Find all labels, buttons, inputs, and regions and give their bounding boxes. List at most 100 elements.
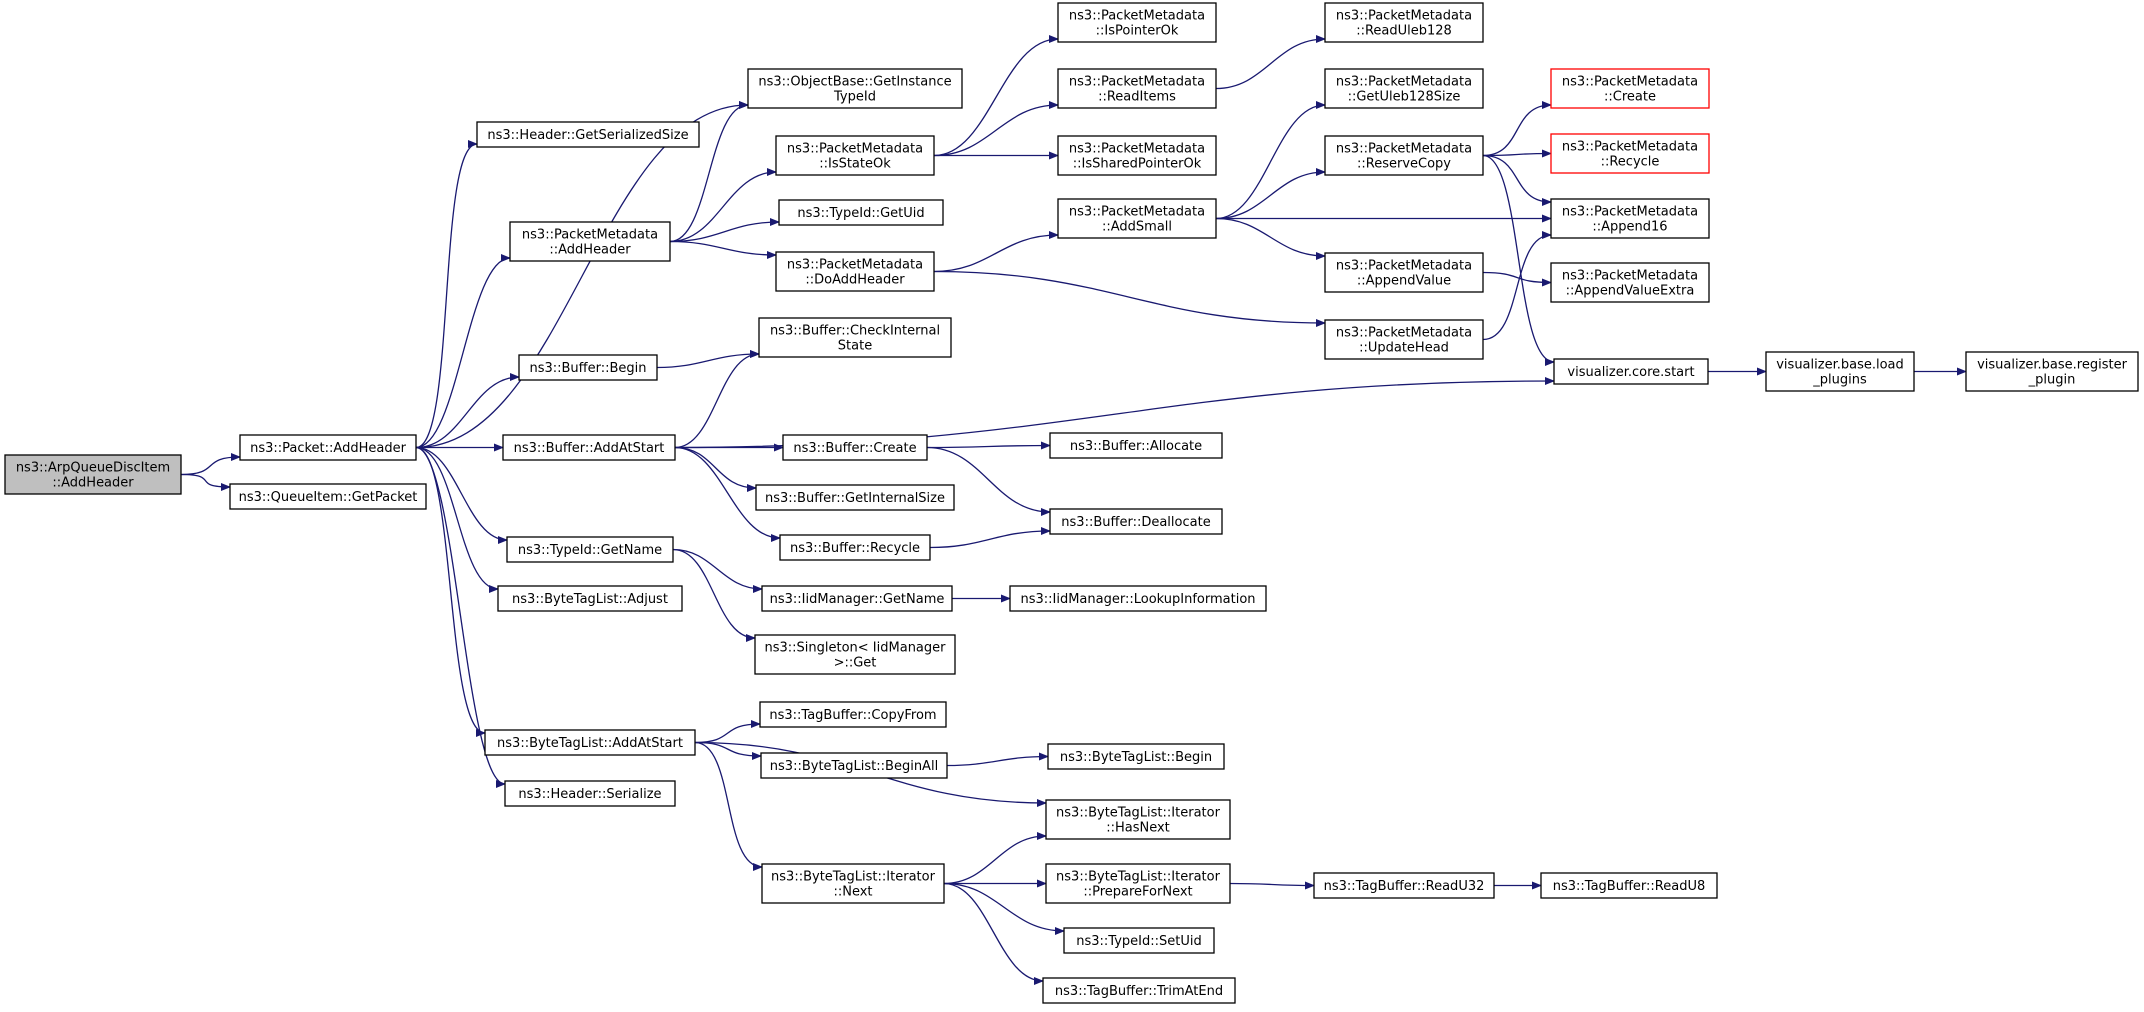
graph-node-btlba[interactable]: ns3::ByteTagList::BeginAll — [760, 752, 948, 779]
edge-btlads-to-tbcf — [694, 720, 761, 744]
graph-node-bbegin[interactable]: ns3::Buffer::Begin — [518, 354, 658, 381]
node-label-line: ns3::TagBuffer::CopyFrom — [769, 708, 936, 723]
node-box — [1553, 358, 1709, 385]
graph-node-tgn[interactable]: ns3::TypeId::GetName — [506, 536, 674, 563]
graph-node-getpkt[interactable]: ns3::QueueItem::GetPacket — [229, 483, 427, 510]
node-label-line: ns3::Buffer::AddAtStart — [514, 441, 665, 456]
graph-node-bgis[interactable]: ns3::Buffer::GetInternalSize — [755, 484, 955, 511]
graph-node-iidgn[interactable]: ns3::IidManager::GetName — [761, 585, 953, 612]
node-label-line: ::Create — [1604, 90, 1656, 105]
node-box — [1045, 799, 1231, 840]
graph-node-tbtae[interactable]: ns3::TagBuffer::TrimAtEnd — [1042, 977, 1236, 1004]
node-label-line: _plugins — [1812, 373, 1867, 388]
graph-node-tguid[interactable]: ns3::TypeId::GetUid — [778, 199, 944, 226]
edge-pktadd-to-bbegin — [415, 373, 520, 449]
node-label-line: ::ReserveCopy — [1357, 157, 1451, 172]
edge-pktadd-to-obgit — [415, 101, 749, 449]
graph-node-pmas[interactable]: ns3::PacketMetadata::AddSmall — [1057, 198, 1217, 239]
graph-node-hgss[interactable]: ns3::Header::GetSerializedSize — [476, 121, 700, 148]
graph-node-pmcreate[interactable]: ns3::PacketMetadata::Create — [1550, 68, 1710, 109]
graph-node-pma16[interactable]: ns3::PacketMetadata::Append16 — [1550, 198, 1710, 239]
graph-node-tbr32[interactable]: ns3::TagBuffer::ReadU32 — [1313, 872, 1495, 899]
graph-node-pmave[interactable]: ns3::PacketMetadata::AppendValueExtra — [1550, 262, 1710, 303]
graph-node-bdealloc[interactable]: ns3::Buffer::Deallocate — [1049, 508, 1223, 535]
graph-node-bads[interactable]: ns3::Buffer::AddAtStart — [502, 434, 676, 461]
graph-node-pmispo[interactable]: ns3::PacketMetadata::IsSharedPointerOk — [1057, 135, 1217, 176]
node-label-line: ::DoAddHeader — [805, 273, 905, 288]
node-box — [1009, 585, 1267, 612]
node-box — [497, 585, 683, 612]
edge-pktadd-to-hser — [415, 446, 506, 788]
graph-node-btladj[interactable]: ns3::ByteTagList::Adjust — [497, 585, 683, 612]
graph-node-pmrecycle[interactable]: ns3::PacketMetadata::Recycle — [1550, 133, 1710, 174]
graph-node-balloc[interactable]: ns3::Buffer::Allocate — [1049, 432, 1223, 459]
graph-node-pmdah[interactable]: ns3::PacketMetadata::DoAddHeader — [775, 251, 935, 292]
edge-pktadd-to-hgss — [415, 140, 478, 449]
graph-node-btlihn[interactable]: ns3::ByteTagList::Iterator::HasNext — [1045, 799, 1231, 840]
graph-node-singget[interactable]: ns3::Singleton< IidManager>::Get — [754, 634, 956, 675]
graph-node-vbrp[interactable]: visualizer.base.register_plugin — [1965, 351, 2139, 392]
node-label-line: ns3::PacketMetadata — [1336, 9, 1472, 24]
graph-node-btlin[interactable]: ns3::ByteTagList::Iterator::Next — [761, 863, 945, 904]
node-label-line: ns3::TagBuffer::ReadU32 — [1324, 879, 1485, 894]
node-label-line: ::ReadUleb128 — [1356, 24, 1452, 39]
graph-node-pmuh[interactable]: ns3::PacketMetadata::UpdateHead — [1324, 319, 1484, 360]
graph-node-tbr8[interactable]: ns3::TagBuffer::ReadU8 — [1540, 872, 1718, 899]
edge-arpadd-to-getpkt — [180, 473, 231, 491]
graph-node-vblp[interactable]: visualizer.base.load_plugins — [1765, 351, 1915, 392]
node-label-line: ns3::Buffer::Create — [793, 441, 916, 456]
node-label-line: ns3::PacketMetadata — [787, 142, 923, 157]
graph-node-tbcf[interactable]: ns3::TagBuffer::CopyFrom — [759, 701, 947, 728]
node-box — [1324, 68, 1484, 109]
edge-bcreate-to-bdealloc — [926, 446, 1051, 516]
graph-node-iidli[interactable]: ns3::IidManager::LookupInformation — [1009, 585, 1267, 612]
node-label-line: visualizer.base.register — [1977, 358, 2128, 373]
node-label-line: ::IsPointerOk — [1096, 24, 1179, 39]
edge-btlin-to-tbtae — [943, 882, 1044, 985]
node-box — [1324, 319, 1484, 360]
graph-node-pmrul[interactable]: ns3::PacketMetadata::ReadUleb128 — [1324, 2, 1484, 43]
graph-node-pmiso[interactable]: ns3::PacketMetadata::IsStateOk — [775, 135, 935, 176]
node-box — [1063, 927, 1215, 954]
graph-node-pmipo[interactable]: ns3::PacketMetadata::IsPointerOk — [1057, 2, 1217, 43]
edge-pmrc-to-pma16 — [1482, 154, 1552, 206]
node-label-line: ns3::PacketMetadata — [522, 228, 658, 243]
edge-pmrc-to-pmrecycle — [1482, 149, 1552, 158]
node-label-line: ::AppendValueExtra — [1566, 284, 1695, 299]
node-label-line: ns3::TagBuffer::TrimAtEnd — [1055, 984, 1223, 999]
edge-btlads-to-btlin — [694, 741, 763, 871]
graph-node-pmadd[interactable]: ns3::PacketMetadata::AddHeader — [509, 221, 671, 262]
graph-node-btlads[interactable]: ns3::ByteTagList::AddAtStart — [484, 729, 696, 756]
edge-pmadd-to-pmiso — [669, 168, 777, 243]
node-label-line: ns3::ByteTagList::BeginAll — [770, 759, 938, 774]
graph-node-btlipfn[interactable]: ns3::ByteTagList::Iterator::PrepareForNe… — [1045, 863, 1231, 904]
node-label-line: visualizer.base.load — [1776, 358, 1904, 373]
edge-tgn-to-iidgn — [672, 548, 763, 593]
graph-node-btlbegin[interactable]: ns3::ByteTagList::Begin — [1047, 743, 1225, 770]
node-label-line: _plugin — [2028, 373, 2076, 388]
node-box — [761, 863, 945, 904]
node-box — [1042, 977, 1236, 1004]
graph-node-brecycle[interactable]: ns3::Buffer::Recycle — [779, 534, 931, 561]
graph-node-arpadd[interactable]: ns3::ArpQueueDiscItem::AddHeader — [4, 454, 182, 495]
edge-arpadd-to-pktadd — [180, 453, 241, 476]
graph-node-hser[interactable]: ns3::Header::Serialize — [504, 780, 676, 807]
graph-node-bcreate[interactable]: ns3::Buffer::Create — [782, 434, 928, 461]
node-box — [754, 634, 956, 675]
edge-brecycle-to-bdealloc — [929, 527, 1051, 549]
node-label-line: ns3::ArpQueueDiscItem — [16, 461, 170, 476]
node-box — [1965, 351, 2139, 392]
graph-node-vcs[interactable]: visualizer.core.start — [1553, 358, 1709, 385]
graph-node-tgsuid[interactable]: ns3::TypeId::SetUid — [1063, 927, 1215, 954]
node-label-line: ::GetUleb128Size — [1348, 90, 1461, 105]
graph-node-pmrc[interactable]: ns3::PacketMetadata::ReserveCopy — [1324, 135, 1484, 176]
edge-pmrc-to-pmcreate — [1482, 101, 1552, 157]
graph-node-pmav[interactable]: ns3::PacketMetadata::AppendValue — [1324, 252, 1484, 293]
graph-node-pktadd[interactable]: ns3::Packet::AddHeader — [239, 434, 417, 461]
node-label-line: ns3::Buffer::Deallocate — [1061, 515, 1210, 530]
graph-node-pmri[interactable]: ns3::PacketMetadata::ReadItems — [1057, 68, 1217, 109]
node-box — [775, 251, 935, 292]
graph-node-pmgus[interactable]: ns3::PacketMetadata::GetUleb128Size — [1324, 68, 1484, 109]
